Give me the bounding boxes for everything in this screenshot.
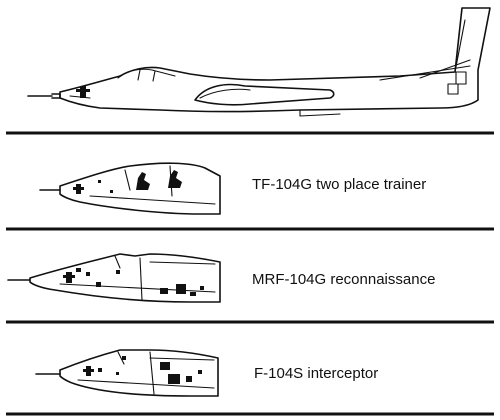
tf-104g-caption: TF-104G two place trainer [252, 176, 427, 193]
full-aircraft-drawing [27, 7, 491, 117]
mrf-104g-caption: MRF-104G reconnaissance [252, 271, 436, 288]
f-104s-caption: F-104S interceptor [254, 365, 379, 382]
tf-104g-nose-drawing [39, 162, 221, 215]
f-104s-nose-drawing [35, 349, 219, 397]
mrf-104g-nose-drawing [7, 253, 221, 303]
